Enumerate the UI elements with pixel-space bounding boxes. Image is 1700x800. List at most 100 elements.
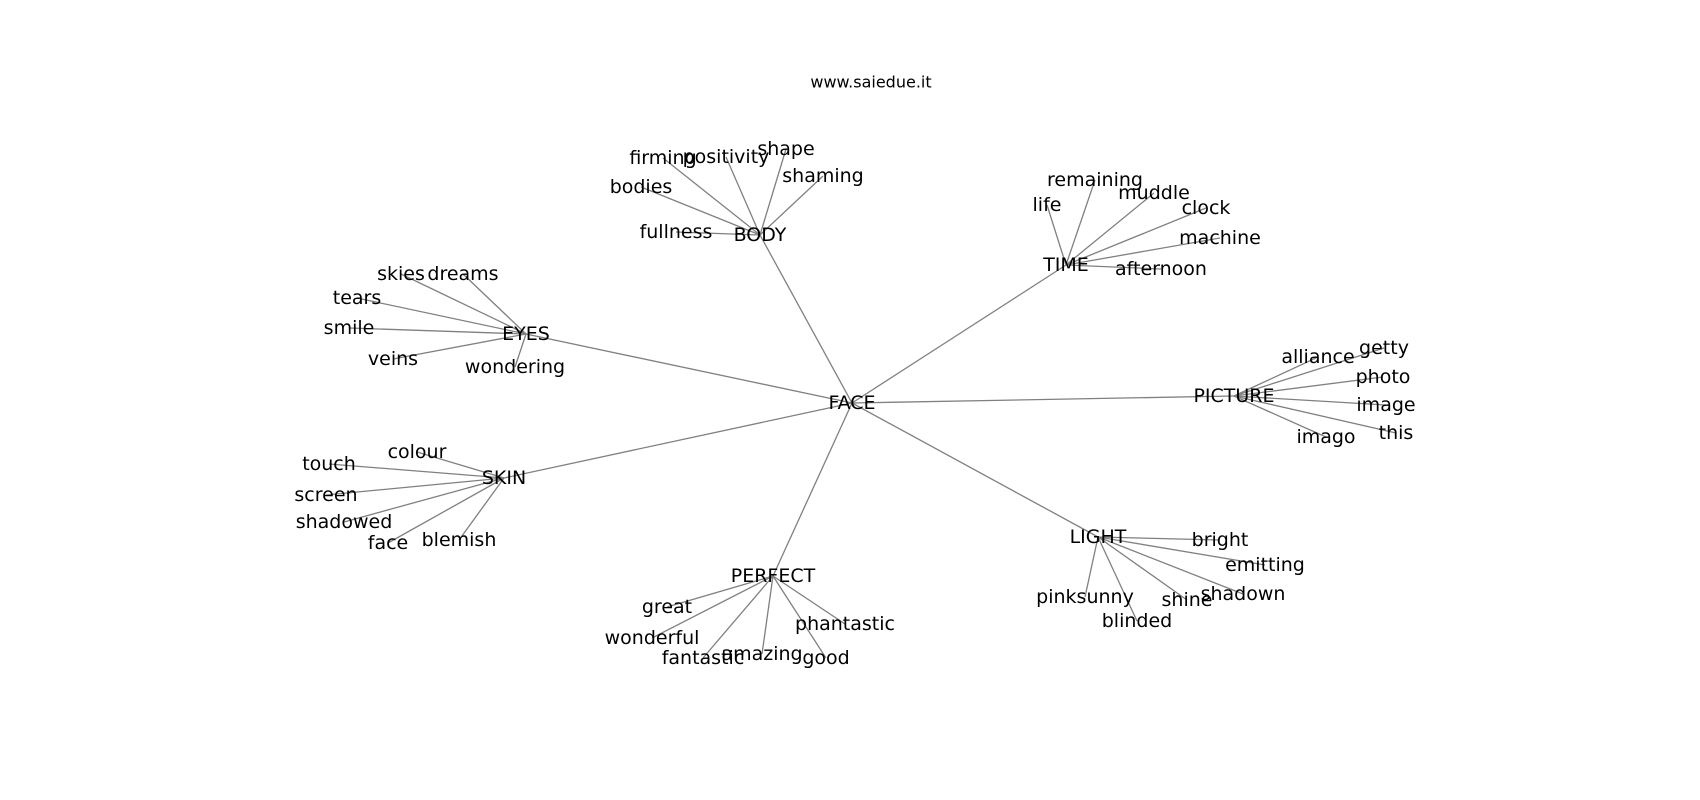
node-leaf-smile: smile: [324, 317, 375, 339]
node-leaf-shaming: shaming: [782, 165, 863, 187]
edge-perfect-wonderful: [651, 575, 774, 639]
node-leaf-machine: machine: [1179, 227, 1261, 249]
node-leaf-colour: colour: [388, 441, 447, 463]
node-leaf-tears: tears: [333, 287, 382, 309]
node-leaf-afternoon: afternoon: [1115, 258, 1207, 280]
edge-time-remaining: [1065, 179, 1096, 266]
edge-skin-colour: [416, 451, 505, 479]
edge-face-body: [759, 234, 853, 404]
node-picture: PICTURE: [1193, 385, 1274, 407]
node-leaf-fullness: fullness: [640, 221, 713, 243]
edge-face-light: [851, 402, 1099, 538]
node-leaf-muddle: muddle: [1118, 182, 1190, 204]
node-leaf-dreams: dreams: [427, 263, 498, 285]
edge-body-bodies: [640, 186, 761, 236]
node-leaf-phantastic: phantastic: [795, 613, 895, 635]
edge-body-positivity: [725, 156, 761, 236]
edge-face-time: [851, 264, 1067, 404]
node-leaf-touch: touch: [302, 453, 356, 475]
edge-eyes-skies: [400, 273, 527, 335]
node-leaf-alliance: alliance: [1281, 346, 1354, 368]
edge-eyes-dreams: [462, 273, 527, 335]
edge-time-afternoon: [1065, 264, 1162, 270]
node-leaf-emitting: emitting: [1225, 554, 1305, 576]
edge-skin-screen: [325, 477, 505, 496]
edge-light-shadown: [1097, 536, 1244, 595]
edge-skin-face: [387, 477, 505, 544]
edge-skin-shadowed: [343, 477, 505, 523]
edge-time-machine: [1065, 237, 1221, 266]
node-leaf-bodies: bodies: [610, 176, 673, 198]
node-leaf-positivity: positivity: [683, 146, 770, 168]
node-leaf-image: image: [1356, 394, 1415, 416]
node-leaf-great: great: [642, 596, 692, 618]
node-leaf-good: good: [802, 647, 849, 669]
edge-time-clock: [1065, 207, 1207, 266]
edge-picture-this: [1233, 395, 1397, 434]
node-leaf-firming: firming: [629, 147, 696, 169]
edge-picture-imago: [1233, 395, 1327, 438]
node-leaf-life: life: [1033, 194, 1062, 216]
node-leaf-fantastic: fantastic: [662, 647, 745, 669]
edge-perfect-fantastic: [702, 575, 774, 659]
edge-perfect-great: [666, 575, 774, 608]
node-leaf-wondering: wondering: [465, 356, 565, 378]
edge-face-perfect: [772, 402, 853, 577]
credit-text: www.saiedue.it: [810, 73, 931, 92]
node-body: BODY: [734, 224, 787, 246]
node-leaf-photo: photo: [1356, 366, 1411, 388]
edge-perfect-phantastic: [772, 575, 846, 625]
edge-light-shine: [1097, 536, 1188, 601]
edge-face-eyes: [525, 333, 853, 404]
graph-edges: [325, 148, 1397, 659]
node-leaf-clock: clock: [1182, 197, 1231, 219]
node-leaf-shine: shine: [1162, 589, 1213, 611]
edge-picture-getty: [1233, 347, 1385, 397]
node-leaf-imago: imago: [1296, 426, 1355, 448]
edge-light-bright: [1097, 536, 1221, 541]
node-leaf-skies: skies: [377, 263, 425, 285]
node-skin: SKIN: [482, 467, 526, 489]
node-leaf-blemish: blemish: [422, 529, 497, 551]
edge-face-picture: [851, 395, 1235, 404]
edge-perfect-amazing: [761, 575, 774, 655]
node-eyes: EYES: [502, 323, 550, 345]
node-leaf-shape: shape: [757, 138, 814, 160]
node-leaf-pinksunny: pinksunny: [1036, 586, 1134, 608]
node-perfect: PERFECT: [731, 565, 816, 587]
node-time: TIME: [1042, 254, 1089, 276]
node-leaf-shadown: shadown: [1201, 583, 1286, 605]
node-face: FACE: [828, 392, 875, 414]
edge-perfect-good: [772, 575, 827, 659]
edge-skin-blemish: [458, 477, 505, 541]
edge-eyes-veins: [392, 333, 527, 360]
node-leaf-bright: bright: [1192, 529, 1249, 551]
node-leaf-amazing: amazing: [721, 643, 802, 665]
edge-light-emitting: [1097, 536, 1266, 566]
edge-body-firming: [662, 157, 761, 236]
edge-eyes-tears: [356, 297, 527, 335]
node-leaf-shadowed: shadowed: [296, 511, 393, 533]
node-leaf-this: this: [1379, 422, 1414, 444]
edge-time-muddle: [1065, 192, 1155, 266]
edge-light-pinksunny: [1084, 536, 1099, 598]
node-leaf-face: face: [368, 532, 408, 554]
edge-light-blinded: [1097, 536, 1138, 622]
edge-body-shaming: [759, 175, 824, 236]
node-leaf-wonderful: wonderful: [605, 627, 700, 649]
edge-face-skin: [503, 402, 853, 479]
node-leaf-remaining: remaining: [1047, 169, 1143, 191]
edge-picture-alliance: [1233, 356, 1319, 397]
edge-body-shape: [759, 148, 787, 236]
node-leaf-getty: getty: [1359, 337, 1409, 359]
edge-eyes-smile: [348, 327, 527, 335]
node-light: LIGHT: [1070, 526, 1127, 548]
edge-picture-image: [1233, 395, 1387, 406]
edge-body-fullness: [675, 231, 761, 236]
edge-eyes-wondering: [514, 333, 527, 368]
edge-time-life: [1046, 204, 1067, 266]
node-leaf-veins: veins: [368, 348, 418, 370]
node-leaf-blinded: blinded: [1102, 610, 1172, 632]
